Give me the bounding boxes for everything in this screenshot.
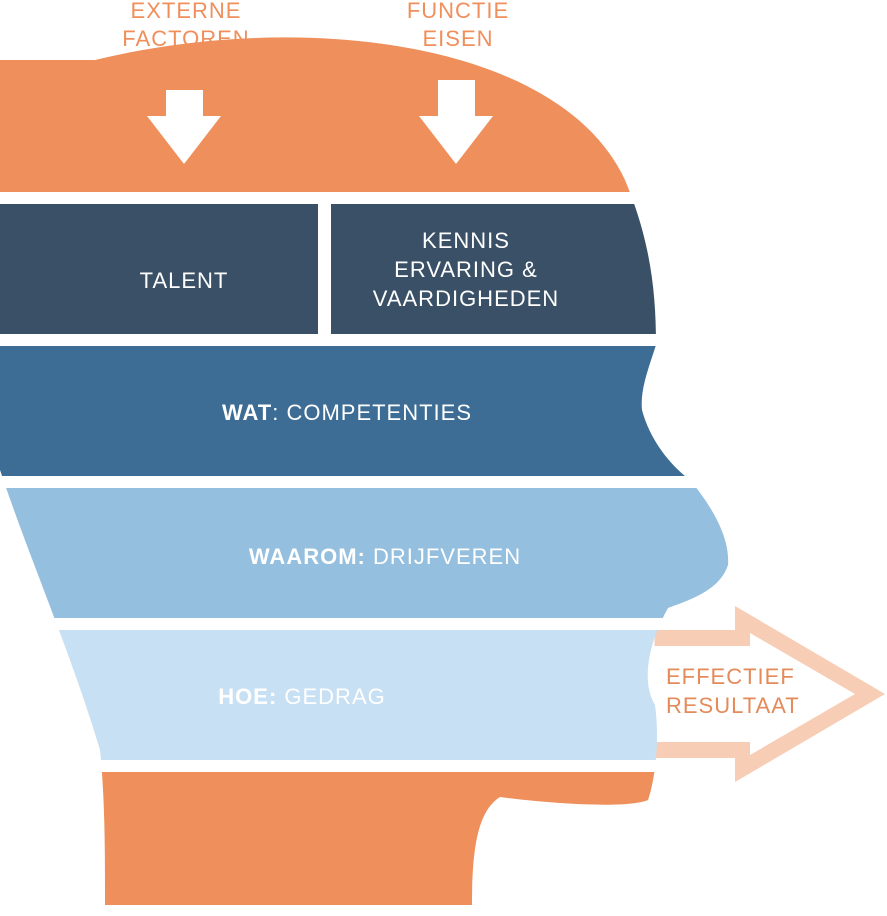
hoe-label: HOE: GEDRAG: [218, 684, 385, 709]
externe-label-line1: EXTERNE: [131, 0, 242, 23]
functie-eisen-arrow: [419, 80, 493, 164]
output-label-line2: RESULTAAT: [666, 693, 800, 718]
functie-label-line2: EISEN: [422, 26, 493, 51]
kennis-label-line3: VAARDIGHEDEN: [373, 286, 559, 311]
band-hoe: [0, 630, 729, 760]
output-arrow-inner: [652, 633, 855, 755]
waarom-label: WAAROM: DRIJFVEREN: [249, 544, 521, 569]
band-wat: [0, 346, 729, 476]
externe-label-line2: FACTOREN: [122, 26, 249, 51]
waarom-key: WAAROM:: [249, 544, 366, 569]
wat-rest: : COMPETENTIES: [272, 400, 472, 425]
band-talent: [0, 204, 318, 334]
wat-key: WAT: [222, 400, 272, 425]
kennis-label-line2: ERVARING &: [394, 257, 538, 282]
functie-label-line1: FUNCTIE: [407, 0, 509, 23]
talent-label: TALENT: [140, 268, 229, 293]
hoe-key: HOE:: [218, 684, 277, 709]
band-waarom: [0, 488, 729, 618]
hoe-rest: GEDRAG: [277, 684, 385, 709]
kennis-label-line1: KENNIS: [422, 228, 510, 253]
waarom-rest: DRIJFVEREN: [366, 544, 521, 569]
externe-factoren-arrow: [147, 90, 221, 164]
output-label-line1: EFFECTIEF: [666, 664, 795, 689]
band-bottom-orange: [0, 772, 729, 905]
wat-label: WAT: COMPETENTIES: [222, 400, 472, 425]
